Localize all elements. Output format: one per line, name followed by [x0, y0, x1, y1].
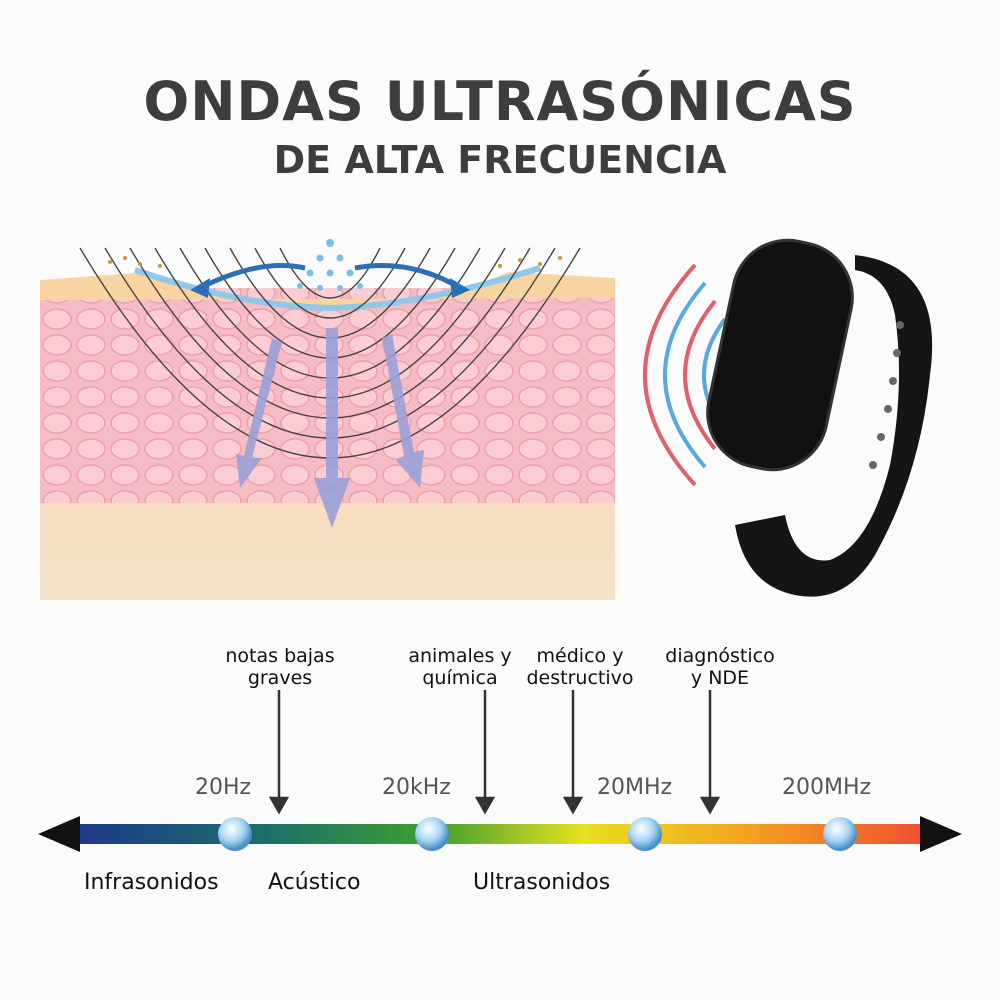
zone-label: Infrasonidos	[84, 870, 219, 895]
left-arrow-icon	[38, 816, 80, 852]
skin-ultrasound-illustration	[40, 239, 615, 600]
band-strap	[735, 255, 933, 597]
right-arrow-icon	[920, 816, 962, 852]
frequency-label: 200MHz	[782, 775, 872, 800]
spectrum-bar	[80, 824, 920, 844]
band-screen	[706, 238, 854, 472]
left-flow-arrow	[198, 263, 306, 291]
node-sphere-icon	[218, 817, 252, 851]
penetration-arrows	[236, 328, 424, 528]
signal-waves	[643, 263, 737, 487]
frequency-label: 20MHz	[597, 775, 673, 800]
page-subtitle: DE ALTA FRECUENCIA	[273, 138, 727, 182]
node-sphere-icon	[415, 817, 449, 851]
zone-label: Ultrasonidos	[473, 870, 611, 895]
page-title: ONDAS ULTRASÓNICAS	[143, 70, 857, 133]
frequency-label: 20kHz	[382, 775, 451, 800]
zone-label: Acústico	[268, 870, 361, 895]
fitness-band-icon	[643, 238, 933, 597]
node-sphere-icon	[823, 817, 857, 851]
node-sphere-icon	[628, 817, 662, 851]
epidermis-layer	[40, 272, 615, 310]
right-flow-arrow	[354, 263, 462, 291]
frequency-label: 20Hz	[195, 775, 252, 800]
